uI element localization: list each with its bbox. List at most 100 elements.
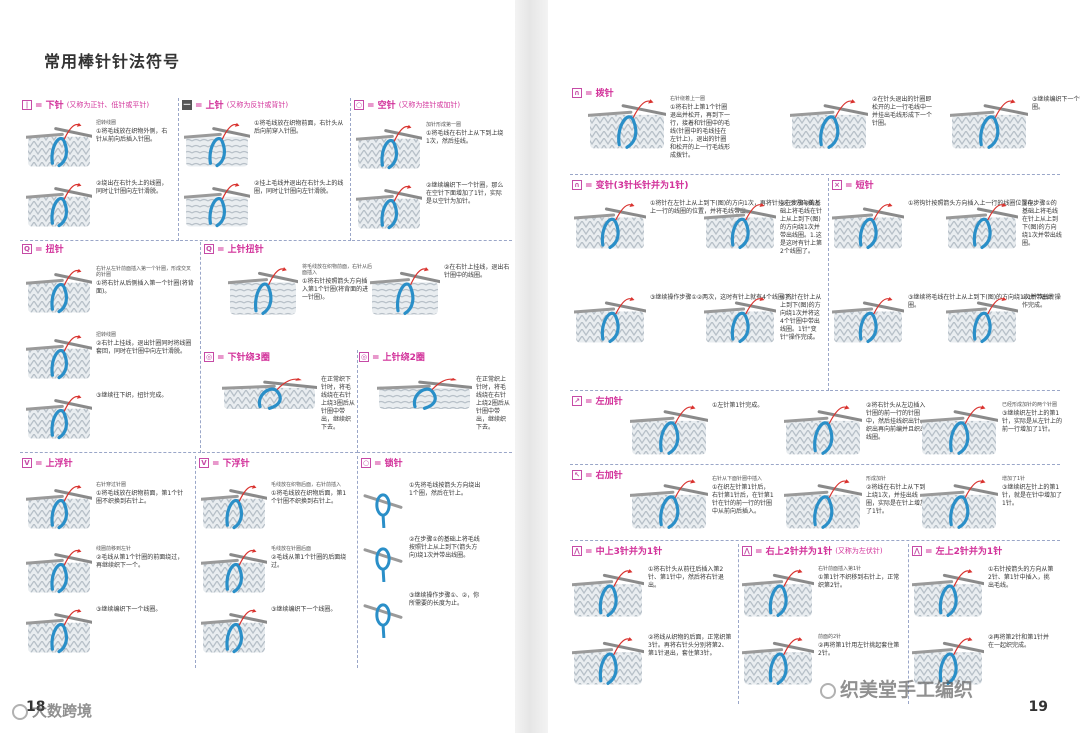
illustration-label: 增加了1针: [1002, 476, 1064, 482]
wechat-icon: [820, 683, 836, 699]
step-caption: ①将右针上第1个针圈退出并松开，再到下一行，接着和针圈中的毛线(针圈中的毛线挂在…: [670, 104, 732, 160]
section-title: = 锁针: [374, 456, 403, 469]
stitch-step: ④1针"短针"操作完成。: [946, 294, 1062, 348]
step-caption: ②在步骤①的基础上将毛线按照针上从上到下(箭头方向)绕1次并带出线圈。: [409, 536, 483, 560]
stitch-section-wrap3: ◎= 下针绕3圈在正常织下针时，将毛线绕在右针上绕3圈后从针圈中带出，继续织下去…: [202, 350, 358, 453]
step-caption: ②在右针上挂线，退出右针圈中的线圈。: [444, 264, 514, 280]
stitch-symbol-icon: ○: [354, 100, 364, 110]
step-caption: ①将毛线放在织物前面，第1个针圈不织换到右针上。: [96, 490, 189, 506]
stitch-symbol-icon: V: [22, 458, 32, 468]
stitch-illustration: [920, 476, 998, 534]
stitch-symbol-icon: ◎: [359, 352, 369, 362]
page-number-right: 19: [1029, 699, 1048, 715]
stitch-illustration: [574, 200, 646, 254]
step-caption: ①将右针按照箭头方向插入第1个针圈(将背面的进一针圈)。: [302, 278, 372, 302]
step-caption: ③继续编织下一个针圈。: [1032, 96, 1080, 112]
stitch-illustration: [574, 294, 646, 348]
step-caption: ①将毛线在右针上从下到上绕1次，然后挂线。: [426, 130, 506, 146]
illustration-label: 毛线放在针圈后面: [271, 546, 351, 552]
stitch-step: ①右针按箭头的方向从第2针、第1针中插入，挑出毛线。: [912, 566, 1054, 622]
stitch-illustration: [912, 566, 984, 622]
section-title: = 左加针: [585, 394, 623, 407]
stitch-illustration: [26, 266, 92, 318]
stitch-step: ①左针第1针完成。: [630, 402, 774, 460]
section-title: = 上浮针: [35, 456, 73, 469]
stitch-step: ②在步骤①的基础上将毛线在针上从上到下(图)的方向绕1次并带出线圈。: [946, 200, 1062, 254]
stitch-illustration: [26, 120, 92, 172]
step-caption: ①将毛线放在织物后面，第1个针圈不织换到右针上。: [271, 490, 351, 506]
step-caption: ①将右针从后侧插入第一个针圈(将背面)。: [96, 280, 194, 296]
section-heading: ◎= 上针绕2圈: [359, 350, 425, 363]
section-heading: ×= 短针: [832, 178, 874, 191]
stitch-illustration: [784, 476, 862, 534]
illustration-label: 右针穿过针圈: [96, 482, 189, 488]
section-heading: ↖= 右加针: [572, 468, 623, 481]
stitch-section-purl: 一= 上针(又称为反针或背针)①将毛线放在织物前面，右针头从后向前穿入针圈。②挂…: [180, 98, 351, 241]
stitch-symbol-icon: Q: [22, 244, 32, 254]
stitch-illustration: [26, 546, 92, 598]
stitch-symbol-icon: ↖: [572, 470, 582, 480]
stitch-illustration: [228, 264, 298, 320]
stitch-illustration: [742, 566, 814, 622]
step-caption: ③继续编织下一个线圈。: [271, 606, 351, 614]
step-caption: ①将右针头从前往后插入第2针、第1针中，然后将右针退出。: [648, 566, 732, 590]
stitch-symbol-icon: |: [22, 100, 32, 110]
stitch-symbol-icon: ∩: [572, 180, 582, 190]
step-caption: ②右针上挂线，退出针圈同时将线圈套回，同时在针圈中向左针滑脱。: [96, 340, 194, 356]
stitch-illustration: [201, 606, 267, 658]
section-heading: ○= 锁针: [361, 456, 403, 469]
stitch-symbol-icon: ↗: [572, 396, 582, 406]
stitch-step: ③继续编织下一个线圈。: [201, 606, 351, 658]
step-caption: ②再将第2针和第1针并在一起织完成。: [988, 634, 1054, 650]
step-caption: ②将右针头从左边插入针圈的前一行的针圈中，然后挂线织出针，织出再向前编并且织出线…: [866, 402, 928, 442]
illustration-label: 右针前面插入第1针: [818, 566, 902, 572]
stitch-step: ③继续操作步骤①、②，你所需要的长度为止。: [361, 592, 483, 642]
section-title: = 中上3针并为1针: [585, 544, 662, 557]
stitch-step: 增加了1针 ③继续织左针上的第1针，就是在针中增加了1针。: [920, 476, 1064, 534]
section-title: = 下浮针: [212, 456, 250, 469]
stitch-step: 已经形成加针的两个针圈③继续织左针上的第1针，实际是从左针上的前一行增加了1针。: [920, 402, 1064, 460]
section-title: = 空针: [367, 98, 396, 111]
section-subtitle: (又称为反针或背针): [227, 100, 288, 110]
stitch-step: 右针前面插入第1针 ①第1针不织移到右针上，正常织第2针。: [742, 566, 902, 622]
stitch-illustration: [630, 476, 708, 534]
step-caption: ②在步骤①的基础上将毛线在针上从上到下(图)的方向绕1次并带出线圈。1.这是这时…: [780, 200, 822, 256]
section-heading: ◎= 下针绕3圈: [204, 350, 270, 363]
step-caption: ②在针头退出的针圈即松开的上一行毛线中一并挂出毛线形成下一个针圈。: [872, 96, 934, 128]
step-caption: ②毛线从第1个针圈的后面绕过。: [271, 554, 351, 570]
stitch-symbol-icon: ×: [832, 180, 842, 190]
section-title: = 上针绕2圈: [372, 350, 425, 363]
step-caption: ③继续织左针上的第1针，就是在针中增加了1针。: [1002, 484, 1064, 508]
book-gutter: [515, 0, 548, 733]
step-caption: ①在织左针第1针后，右针第1针后，在针第1针在针的前一行的针圈中从前向后插入。: [712, 484, 774, 516]
stitch-illustration: [356, 182, 422, 234]
stitch-step: 右针穿过针圈 ①将毛线放在织物前面，第1个针圈不织换到右针上。: [26, 482, 189, 534]
section-heading: |= 下针(又称为正针、低针或平针): [22, 98, 149, 111]
stitch-symbol-icon: ◎: [204, 352, 214, 362]
stitch-illustration: [201, 482, 267, 534]
stitch-step: ①将右针头从前往后插入第2针、第1针中，然后将右针退出。: [572, 566, 732, 622]
illustration-label: 右针从下面针圈中插入: [712, 476, 774, 482]
stitch-illustration: [361, 482, 405, 532]
illustration-label: 右针绕着上一圈: [670, 96, 732, 102]
section-title: = 左上2针并为1针: [925, 544, 1002, 557]
step-caption: ①第1针不织移到右针上，正常织第2针。: [818, 574, 902, 590]
stitch-step: 在正常织上针时，将毛线绕在右针上绕2圈后从针圈中带出，继续织下去。: [377, 376, 510, 432]
section-title: = 右加针: [585, 468, 623, 481]
section-title: = 右上2针并为1针: [755, 544, 832, 557]
step-caption: ④将针在针上从上到下(图)的方向绕1次并将这4个针圈中带出线圈。1针"变针"操作…: [780, 294, 822, 342]
stitch-illustration: [704, 294, 776, 348]
stitch-section-chain: ○= 锁针 ①先将毛线按箭头方向绕出1个圈，然后在针上。 ②在步骤①的基础上将毛线按…: [359, 456, 511, 668]
stitch-section-rightinc: ↖= 右加针右针从下面针圈中插入 ①在织左针第1针后，右针第1针后，在针第1针在针…: [570, 468, 1060, 541]
step-caption: ①先将毛线按箭头方向绕出1个圈，然后在针上。: [409, 482, 483, 498]
stitch-symbol-icon: V: [199, 458, 209, 468]
stitch-step: ②在步骤①的基础上将毛线在针上从上到下(图)的方向绕1次并带出线圈。1.这是这时…: [704, 200, 822, 256]
stitch-step: 右针从下面针圈中插入 ①在织左针第1针后，右针第1针后，在针第1针在针的前一行的针…: [630, 476, 774, 534]
stitch-step: 右针绕着上一圈 ①将右针上第1个针圈退出并松开，再到下一行，接着和针圈中的毛线(针…: [588, 96, 732, 160]
